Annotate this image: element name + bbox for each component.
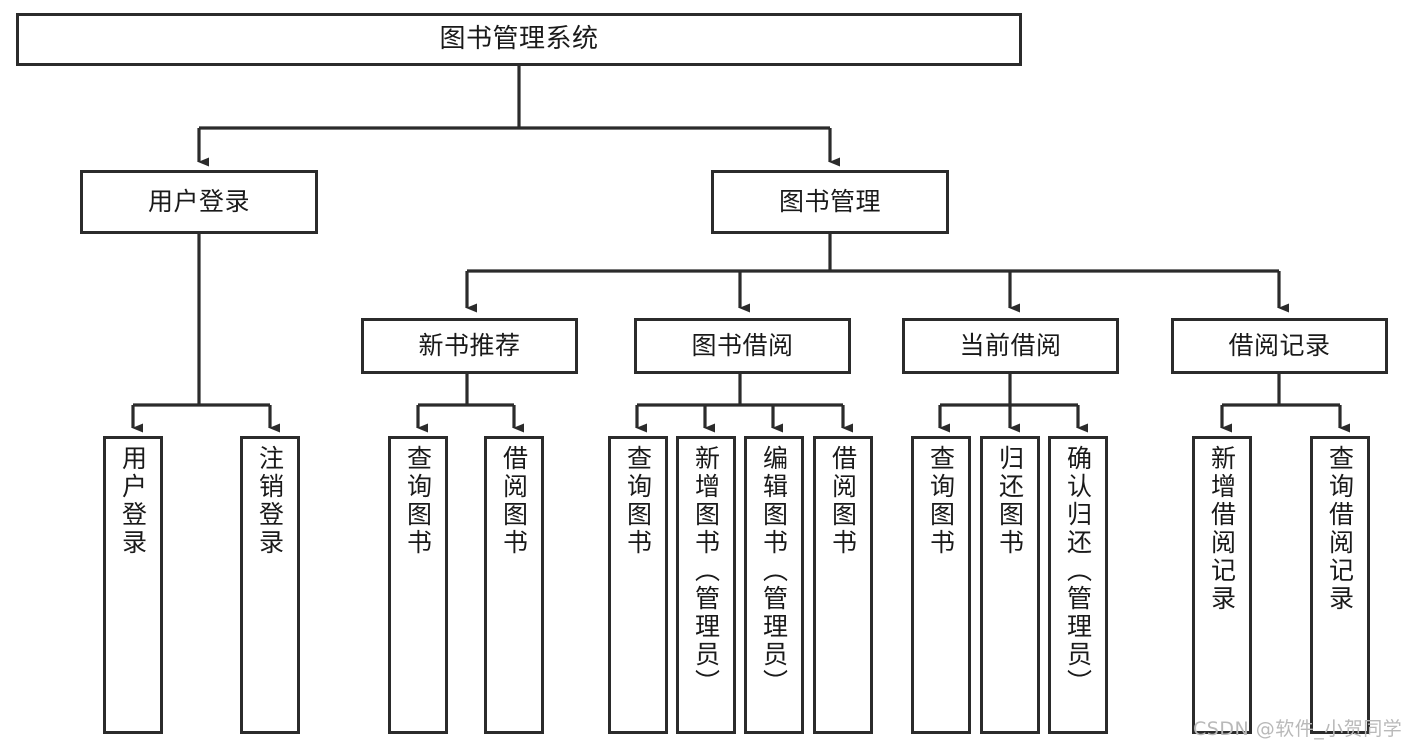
node-label: 注销登录 — [255, 445, 285, 557]
node-label: 新书推荐 — [418, 331, 521, 361]
node-label: 图书借阅 — [691, 331, 794, 361]
node-borrow-record[interactable]: 借阅记录 — [1171, 318, 1388, 374]
node-leaf-add-borrow-record[interactable]: 新增借阅记录 — [1192, 436, 1252, 734]
node-label: 用户登录 — [118, 445, 148, 557]
node-leaf-confirm-return-admin[interactable]: 确认归还（管理员） — [1048, 436, 1108, 734]
node-user-login[interactable]: 用户登录 — [80, 170, 318, 234]
node-leaf-logout[interactable]: 注销登录 — [240, 436, 300, 734]
node-label: 图书管理系统 — [439, 24, 599, 55]
node-leaf-query-book-current[interactable]: 查询图书 — [911, 436, 971, 734]
csdn-watermark: CSDN @软件_小贺同学 — [1193, 718, 1403, 740]
node-label: 当前借阅 — [959, 331, 1062, 361]
node-leaf-query-borrow-record[interactable]: 查询借阅记录 — [1310, 436, 1370, 734]
node-label: 查询图书 — [623, 445, 653, 557]
node-leaf-borrow-book-recommend[interactable]: 借阅图书 — [484, 436, 544, 734]
node-book-borrow[interactable]: 图书借阅 — [634, 318, 851, 374]
node-leaf-add-book-admin[interactable]: 新增图书（管理员） — [676, 436, 736, 734]
node-label: 新增借阅记录 — [1207, 445, 1237, 613]
node-leaf-edit-book-admin[interactable]: 编辑图书（管理员） — [744, 436, 804, 734]
node-new-book-recommend[interactable]: 新书推荐 — [361, 318, 578, 374]
node-label: 新增图书（管理员） — [691, 445, 721, 697]
node-label: 确认归还（管理员） — [1063, 445, 1093, 697]
node-leaf-query-book-borrow[interactable]: 查询图书 — [608, 436, 668, 734]
node-current-borrow[interactable]: 当前借阅 — [902, 318, 1119, 374]
node-label: 借阅图书 — [499, 445, 529, 557]
node-leaf-query-book-recommend[interactable]: 查询图书 — [388, 436, 448, 734]
node-leaf-return-book[interactable]: 归还图书 — [980, 436, 1040, 734]
node-label: 借阅图书 — [828, 445, 858, 557]
node-leaf-user-login[interactable]: 用户登录 — [103, 436, 163, 734]
node-label: 查询图书 — [926, 445, 956, 557]
node-leaf-borrow-book[interactable]: 借阅图书 — [813, 436, 873, 734]
node-label: 查询图书 — [403, 445, 433, 557]
node-label: 图书管理 — [778, 187, 881, 217]
node-book-management[interactable]: 图书管理 — [711, 170, 949, 234]
node-label: 查询借阅记录 — [1325, 445, 1355, 613]
node-label: 用户登录 — [147, 187, 250, 217]
node-label: 借阅记录 — [1228, 331, 1331, 361]
node-label: 归还图书 — [995, 445, 1025, 557]
node-root-book-management-system[interactable]: 图书管理系统 — [16, 13, 1022, 66]
node-label: 编辑图书（管理员） — [759, 445, 789, 697]
